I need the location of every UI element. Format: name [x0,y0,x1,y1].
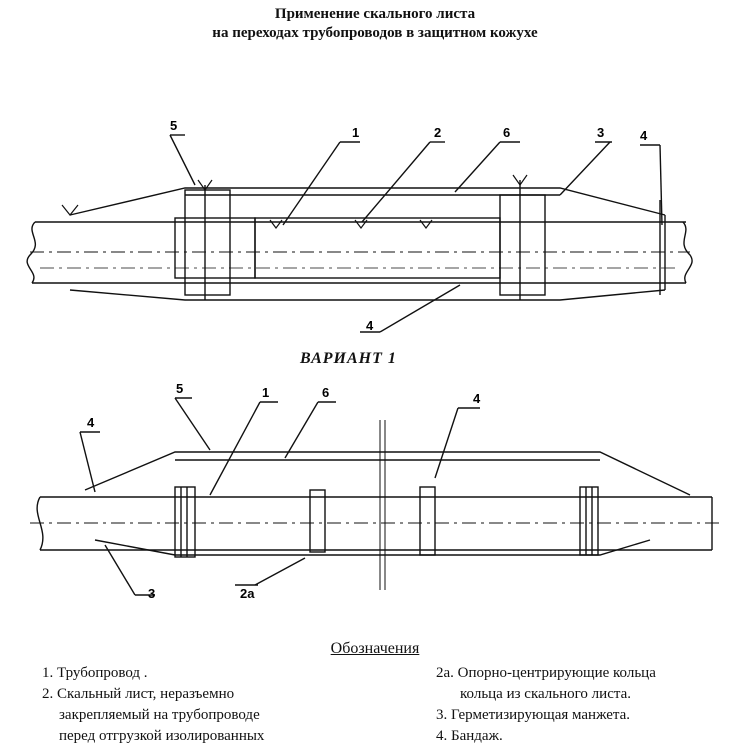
top-label-1: 1 [352,125,359,140]
variant-label: ВАРИАНТ 1 [300,350,397,367]
diagram-title-line-2: на переходах трубопроводов в защитном ко… [212,25,538,41]
top-label-5: 5 [170,118,177,133]
bottom-label-6: 6 [322,385,329,400]
legend-item-2-cont-1: закрепляемый на трубопроводе [59,707,260,723]
bottom-label-2a: 2а [240,586,255,601]
top-label-3: 3 [597,125,604,140]
legend-item-3: 3. Герметизирующая манжета. [436,707,631,723]
top-label-4-right: 4 [640,128,648,143]
legend-title: Обозначения [330,640,420,657]
top-label-2: 2 [434,125,441,140]
legend-item-4: 4. Бандаж. [436,728,503,744]
bottom-label-1: 1 [262,385,269,400]
bottom-label-5: 5 [176,381,183,396]
legend-item-2a-cont: кольца из скального листа. [460,686,631,702]
legend-item-2: 2. Скальный лист, неразъемно [42,686,235,702]
bottom-label-3: 3 [148,586,155,601]
top-label-4-bottom: 4 [366,318,374,333]
legend-item-1: 1. Трубопровод . [42,665,148,681]
legend-left-column: 1. Трубопровод . 2. Скальный лист, нераз… [42,663,342,747]
diagram-title-line-1: Применение скального листа [274,6,476,22]
bottom-label-4-right: 4 [473,391,481,406]
bottom-pipeline-assembly [36,420,713,590]
top-pipeline-assembly [26,180,693,301]
top-label-6: 6 [503,125,510,140]
legend-item-2-cont-2: перед отгрузкой изолированных [59,728,265,744]
legend-right-column: 2а. Опорно-центрирующие кольца кольца из… [436,663,736,747]
legend-item-2a: 2а. Опорно-центрирующие кольца [436,665,656,681]
technical-drawing: 5 1 2 6 3 4 4 5 1 6 4 4 3 2а [26,118,720,601]
bottom-label-4-left: 4 [87,415,95,430]
